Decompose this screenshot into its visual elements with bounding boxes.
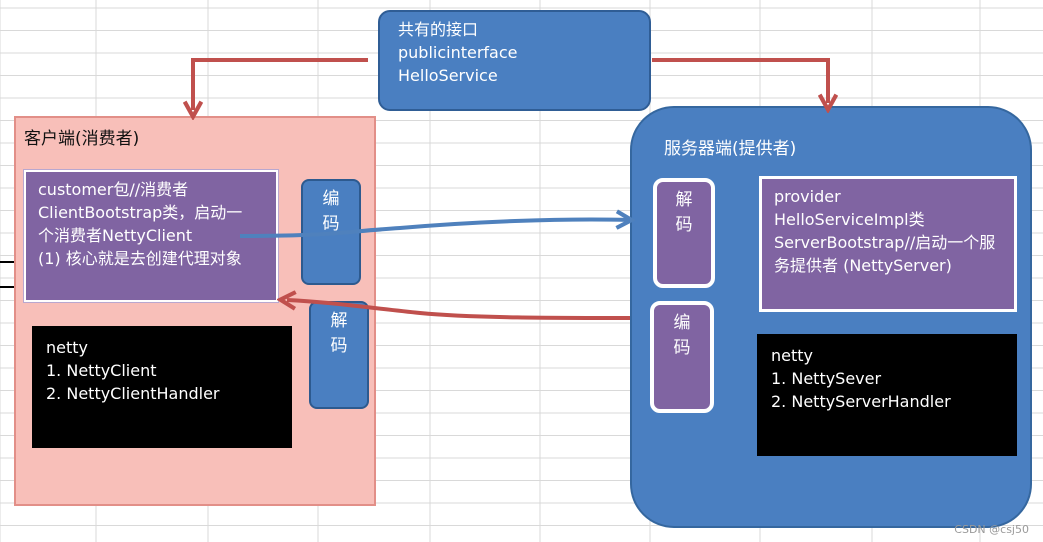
server-main-line-2: HelloServiceImpl类 [774, 210, 925, 229]
watermark: CSDN @csj50 [954, 523, 1029, 536]
interface-line-1: 共有的接口 [398, 20, 479, 39]
client-netty-line-2: 1. NettyClient [46, 361, 157, 380]
server-main-line-4: 务提供者 (NettyServer) [774, 256, 952, 275]
server-encode-box: 编 码 [650, 301, 714, 413]
client-main-line-3: 个消费者NettyClient [38, 226, 193, 245]
server-main-line-3: ServerBootstrap//启动一个服 [774, 233, 996, 252]
client-main-box: customer包//消费者 ClientBootstrap类，启动一个消费者Ne… [24, 170, 278, 302]
server-netty-line-3: 2. NettyServerHandler [771, 392, 951, 411]
server-netty-line-1: netty [771, 346, 813, 365]
server-main-line-1: provider [774, 187, 841, 206]
server-decode-box: 解 码 [653, 178, 715, 288]
interface-line-3: HelloService [398, 66, 498, 85]
interface-line-2: publicinterface [398, 43, 518, 62]
client-title: 客户端(消费者) [24, 129, 140, 149]
client-netty-box: netty 1. NettyClient 2. NettyClientHandler [32, 326, 292, 448]
client-decode-box: 解 码 [309, 301, 369, 409]
client-main-line-1: customer包//消费者 [38, 180, 189, 199]
server-netty-line-2: 1. NettySever [771, 369, 882, 388]
client-encode-box: 编 码 [301, 179, 361, 285]
client-main-line-2: ClientBootstrap类，启动一 [38, 203, 243, 222]
client-netty-line-3: 2. NettyClientHandler [46, 384, 220, 403]
client-netty-line-1: netty [46, 338, 88, 357]
server-title: 服务器端(提供者) [664, 139, 797, 159]
client-main-line-4: (1) 核心就是去创建代理对象 [38, 249, 242, 268]
client-consumer-box: 客户端(消费者) customer包//消费者 ClientBootstrap类，… [14, 116, 376, 506]
server-netty-box: netty 1. NettySever 2. NettyServerHandler [757, 334, 1017, 456]
